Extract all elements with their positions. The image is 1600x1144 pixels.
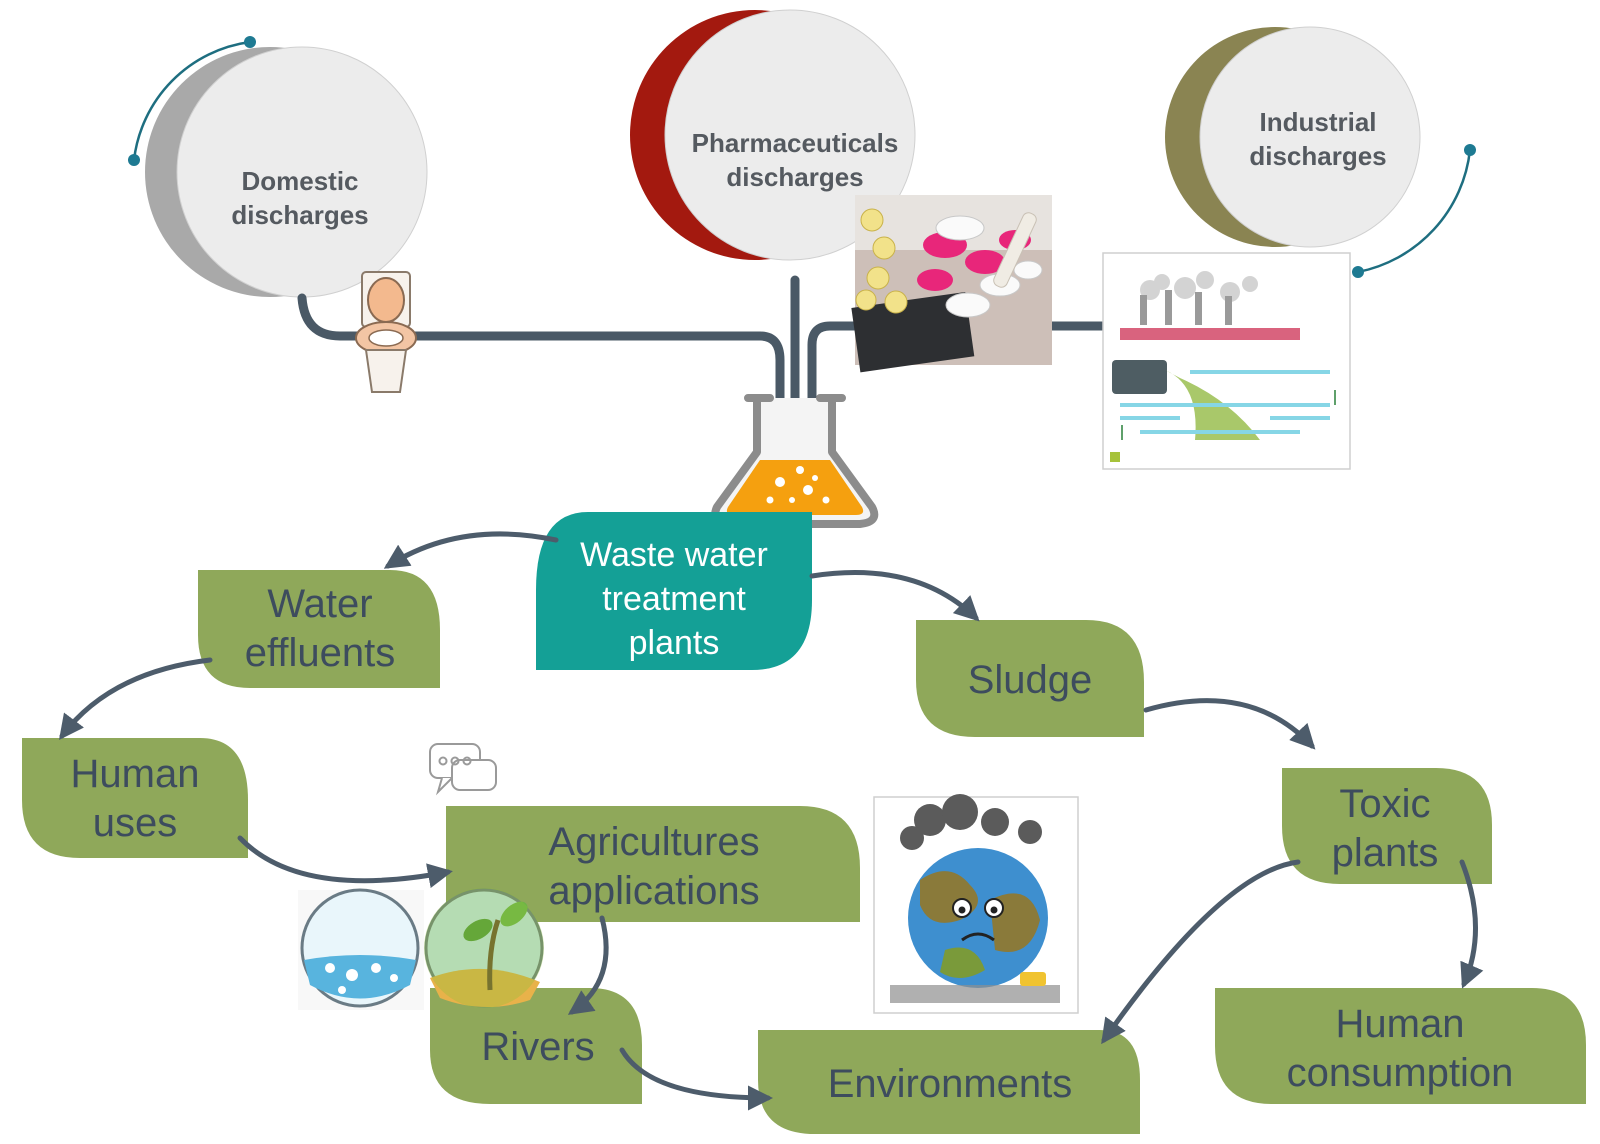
wwtp-label-2: treatment <box>602 580 746 618</box>
industrial-accent-arc <box>1357 149 1472 274</box>
toxic-plants-box <box>1282 768 1492 884</box>
wwtp-box <box>536 512 812 670</box>
human-uses-node: Human uses <box>22 738 248 858</box>
accent-dot <box>1464 144 1476 156</box>
arrow-wwtp-to-effluents <box>383 531 559 569</box>
toxic-plants-label-1: Toxic <box>1339 782 1430 826</box>
domestic-accent-arc <box>132 40 251 161</box>
water-effluents-label-2: effluents <box>245 631 396 675</box>
environments-box <box>758 1030 1140 1134</box>
pharma-label-2: discharges <box>726 162 863 192</box>
arrow-effluents-to-human-uses <box>58 657 213 740</box>
arrow-human-uses-to-agricultures <box>237 835 453 888</box>
industrial-discharges-node: Industrial discharges <box>1165 26 1476 278</box>
human-consumption-box <box>1215 988 1586 1104</box>
domestic-pipe <box>297 293 785 475</box>
accent-dot <box>1352 266 1364 278</box>
toxic-plants-node: Toxic plants <box>1282 768 1492 884</box>
toxic-plants-label-2: plants <box>1332 831 1439 875</box>
human-uses-label-1: Human <box>71 752 200 796</box>
polluted-earth-illustration <box>873 794 1079 1014</box>
flow-arrows <box>58 531 1484 1111</box>
toilet-icon <box>355 271 417 393</box>
factory-pollution-illustration <box>1102 252 1351 470</box>
arrow-rivers-to-environments <box>619 1047 773 1111</box>
water-effluents-box <box>198 570 440 688</box>
environments-node: Environments <box>758 1030 1140 1134</box>
domestic-label-2: discharges <box>231 200 368 230</box>
flask-icon <box>711 394 879 528</box>
arrow-agricultures-to-rivers <box>567 915 609 1015</box>
sludge-label: Sludge <box>968 658 1093 702</box>
arrow-toxic-plants-to-environments <box>1101 859 1301 1045</box>
agricultures-label-1: Agricultures <box>548 820 759 864</box>
human-uses-box <box>22 738 248 858</box>
arrow-wwtp-to-sludge <box>809 570 980 622</box>
human-consumption-node: Human consumption <box>1215 988 1586 1104</box>
rivers-box <box>430 988 642 1104</box>
arrow-sludge-to-toxic-plants <box>1143 698 1316 750</box>
industrial-label-2: discharges <box>1249 141 1386 171</box>
water-circle-icon <box>298 888 424 1010</box>
sludge-node: Sludge <box>916 620 1144 737</box>
environments-label: Environments <box>828 1062 1073 1106</box>
pharma-circle <box>664 9 916 261</box>
pills-photo <box>851 195 1052 373</box>
wwtp-node: Waste water treatment plants <box>536 512 812 670</box>
domestic-discharges-node: Domestic discharges <box>128 36 428 298</box>
accent-dot <box>128 154 140 166</box>
industrial-label-1: Industrial <box>1259 107 1376 137</box>
wwtp-label-1: Waste water <box>580 536 768 574</box>
human-consumption-label-1: Human <box>1336 1002 1465 1046</box>
chat-bubbles-icon <box>429 743 497 796</box>
rivers-node: Rivers <box>430 988 642 1104</box>
agricultures-node: Agricultures applications <box>446 806 860 922</box>
arrow-toxic-plants-to-human-consumption <box>1459 859 1484 989</box>
domestic-label-1: Domestic <box>241 166 358 196</box>
agricultures-label-2: applications <box>548 869 759 913</box>
human-consumption-label-2: consumption <box>1287 1051 1514 1095</box>
water-effluents-node: Water effluents <box>198 570 440 688</box>
industrial-circle <box>1199 26 1421 248</box>
pharma-label-1: Pharmaceuticals <box>692 128 899 158</box>
rivers-label: Rivers <box>481 1025 594 1069</box>
water-effluents-label-1: Water <box>267 582 372 626</box>
sprout-circle-icon <box>424 888 544 1008</box>
human-uses-label-2: uses <box>93 801 178 845</box>
accent-dot <box>244 36 256 48</box>
agricultures-box <box>446 806 860 922</box>
pharmaceuticals-discharges-node: Pharmaceuticals discharges <box>630 9 916 261</box>
wwtp-label-3: plants <box>629 624 720 662</box>
sludge-box <box>916 620 1144 737</box>
